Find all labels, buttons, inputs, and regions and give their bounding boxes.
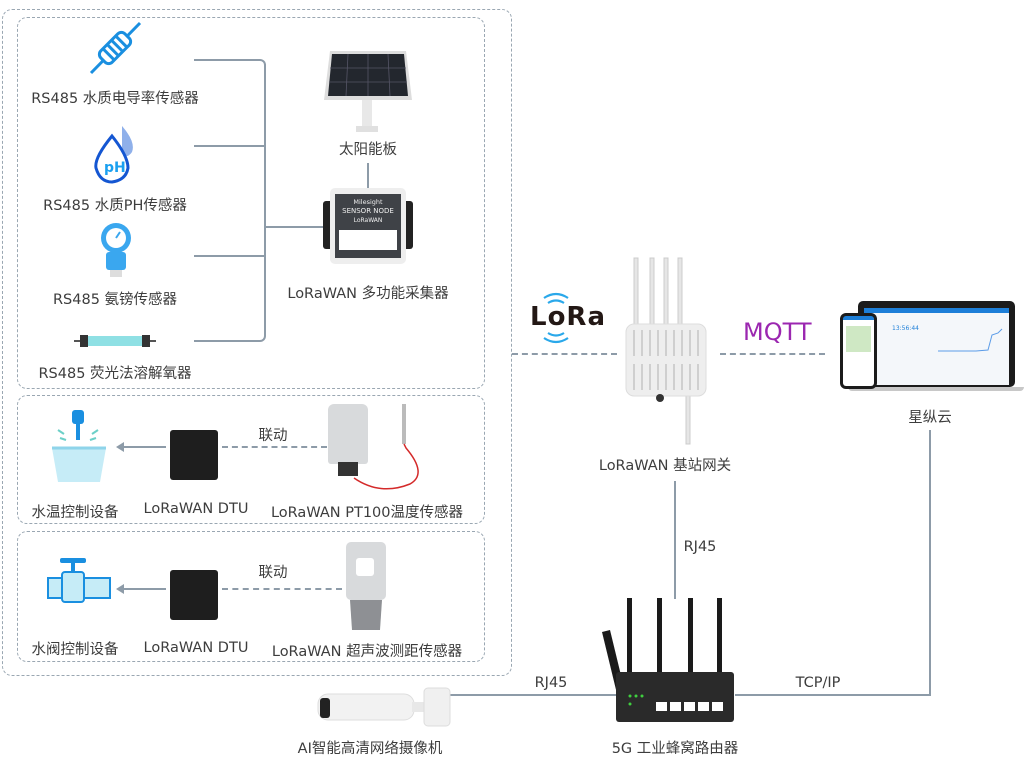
water-valve-label: 水阀控制设备 (31, 642, 119, 658)
tcpip-label: TCP/IP (795, 675, 841, 691)
dtu-label: LoRaWAN DTU (143, 640, 249, 656)
collector-device-icon: Milesight SENSOR NODE LoRaWAN (323, 188, 413, 266)
water-valve-icon (47, 558, 111, 603)
ph-sensor-icon: pH (94, 126, 133, 184)
connector-line (194, 145, 265, 147)
cloud-router-line (735, 694, 931, 696)
sensor-group-box (17, 17, 485, 389)
rj45-camera-label: RJ45 (534, 675, 568, 691)
lorawan-gateway-icon (625, 257, 707, 445)
gateway-label: LoRaWAN 基站网关 (598, 458, 732, 474)
water-heater-icon (52, 410, 106, 482)
cloud-phone-icon (840, 313, 877, 389)
collector-device-sub: LoRaWAN (353, 217, 383, 224)
rj45-gateway-label: RJ45 (683, 539, 717, 555)
dtu-device-icon (170, 570, 218, 620)
collector-label: LoRaWAN 多功能采集器 (287, 286, 449, 302)
arrow-head-icon (116, 442, 124, 452)
lora-waves-icon (543, 292, 569, 344)
connector-line (367, 163, 369, 188)
solar-panel-label: 太阳能板 (339, 142, 397, 158)
mqtt-dashed-line (720, 353, 825, 355)
connector-line (265, 226, 323, 228)
arrow-line (122, 446, 166, 448)
valve-control-box (17, 531, 485, 662)
camera-router-line (450, 694, 616, 696)
camera-label: AI智能高清网络摄像机 (297, 741, 443, 757)
lora-logo: LoRa (530, 302, 606, 332)
pt100-cable-icon (353, 404, 419, 490)
cloud-screen-time: 13:56:44 (892, 325, 919, 332)
oxygen-sensor-icon (74, 335, 156, 347)
cloud-router-line (929, 430, 931, 696)
conductivity-sensor-label: RS485 水质电导率传感器 (31, 91, 199, 107)
ultrasonic-sensor-label: LoRaWAN 超声波测距传感器 (271, 644, 463, 660)
ph-icon-text: pH (104, 160, 126, 176)
edge-group-box (2, 9, 512, 676)
cloud-laptop-icon: 13:56:44 (848, 301, 1024, 391)
router-label: 5G 工业蜂窝路由器 (611, 741, 739, 757)
mqtt-label: MQTT (743, 318, 812, 346)
dtu-label: LoRaWAN DTU (143, 501, 249, 517)
pt100-connector (338, 462, 358, 476)
link-dashed-line (222, 588, 342, 590)
ai-camera-icon (317, 687, 451, 727)
connector-line (194, 59, 260, 61)
arrow-line (122, 588, 166, 590)
water-heater-label: 水温控制设备 (31, 505, 119, 521)
ph-sensor-label: RS485 水质PH传感器 (43, 198, 187, 214)
gateway-router-line (674, 481, 676, 599)
pt100-sensor-label: LoRaWAN PT100温度传感器 (270, 505, 464, 521)
ammonia-sensor-label: RS485 氨镑传感器 (52, 292, 178, 308)
pt100-sensor-icon (328, 404, 368, 464)
link-dashed-line (222, 446, 327, 448)
cloud-label: 星纵云 (908, 410, 952, 426)
collector-device-title: SENSOR NODE (342, 207, 394, 215)
oxygen-sensor-label: RS485 荧光法溶解氧器 (38, 366, 192, 382)
ammonia-sensor-icon (101, 223, 131, 277)
collector-brand: Milesight (353, 198, 383, 206)
connector-line (194, 255, 265, 257)
solar-panel-icon (324, 51, 412, 132)
conductivity-sensor-icon (89, 21, 142, 75)
link-label: 联动 (258, 428, 288, 444)
connector-bracket (250, 59, 266, 342)
link-label: 联动 (258, 565, 288, 581)
arrow-head-icon (116, 584, 124, 594)
connector-line (194, 340, 260, 342)
ultrasonic-sensor-icon (346, 542, 386, 630)
dtu-device-icon (170, 430, 218, 480)
temp-control-box (17, 395, 485, 524)
lora-dashed-line (512, 353, 617, 355)
5g-router-icon (602, 598, 734, 722)
